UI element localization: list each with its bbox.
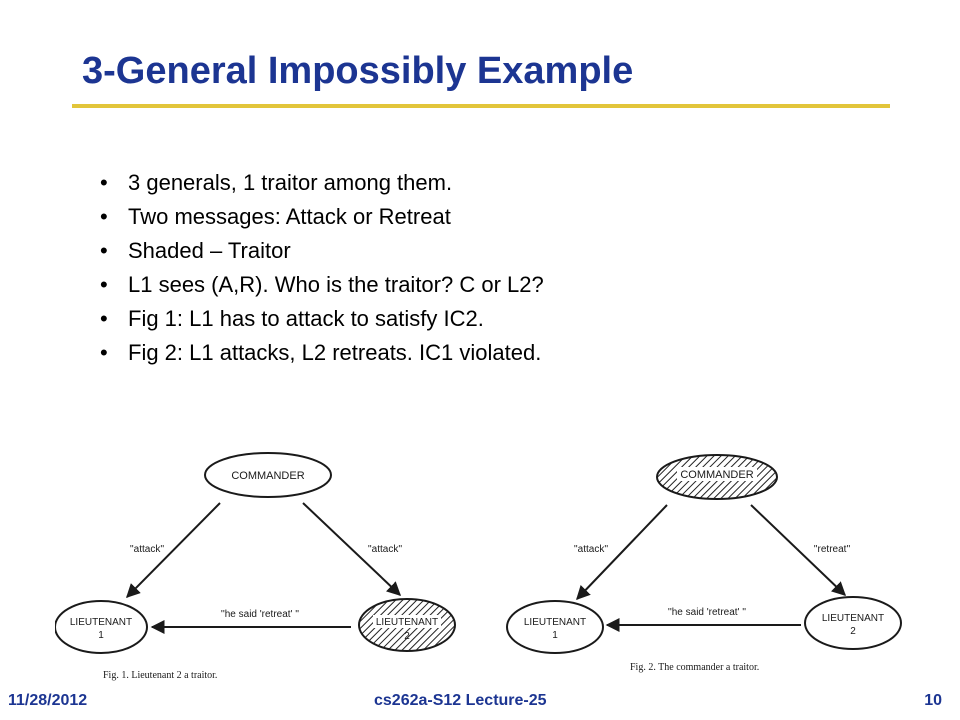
- bullet-dot: •: [100, 272, 108, 297]
- message-bottom-label: ''he said 'retreat' '': [668, 607, 746, 618]
- message-left-label: ''attack'': [574, 544, 608, 555]
- lieutenant-1-node: LIEUTENANT 1: [506, 600, 604, 654]
- footer-page-number: 10: [924, 692, 942, 709]
- bullet-dot: •: [100, 170, 108, 195]
- commander-node: COMMANDER: [204, 452, 332, 498]
- arrow-commander-to-l1: [576, 504, 668, 601]
- lieutenant-1-node: LIEUTENANT 1: [55, 600, 148, 654]
- bullet-text: Two messages: Attack or Retreat: [128, 204, 451, 229]
- lieutenant-2-number: 2: [850, 626, 856, 637]
- figure-1: COMMANDER LIEUTENANT 1 LIEUTENANT 2 ''at…: [55, 452, 456, 681]
- bullet-dot: •: [100, 306, 108, 331]
- bullet-text: Fig 1: L1 has to attack to satisfy IC2.: [128, 306, 484, 331]
- message-bottom-label: ''he said 'retreat' '': [221, 609, 299, 620]
- lieutenant-1-label: LIEUTENANT: [524, 617, 586, 628]
- commander-node-traitor: COMMANDER: [656, 454, 778, 500]
- arrow-commander-to-l2: [750, 504, 847, 596]
- title-divider: [72, 104, 890, 108]
- message-right-label: ''retreat'': [814, 544, 851, 555]
- lieutenant-1-number: 1: [98, 630, 104, 641]
- bullet-item: • Fig 1: L1 has to attack to satisfy IC2.: [100, 302, 544, 336]
- lieutenant-2-number: 2: [404, 631, 410, 642]
- lieutenant-2-node-traitor: LIEUTENANT 2: [358, 598, 456, 652]
- bullet-item: • Fig 2: L1 attacks, L2 retreats. IC1 vio…: [100, 336, 544, 370]
- message-left-label: ''attack'': [130, 544, 164, 555]
- lieutenant-2-node: LIEUTENANT 2: [804, 596, 902, 650]
- lieutenant-2-label: LIEUTENANT: [822, 613, 884, 624]
- bullet-text: Fig 2: L1 attacks, L2 retreats. IC1 viol…: [128, 340, 542, 365]
- figure-1-caption: Fig. 1. Lieutenant 2 a traitor.: [103, 670, 217, 681]
- lieutenant-1-label: LIEUTENANT: [70, 617, 132, 628]
- bullet-dot: •: [100, 238, 108, 263]
- bullet-dot: •: [100, 204, 108, 229]
- bullet-text: L1 sees (A,R). Who is the traitor? C or …: [128, 272, 544, 297]
- lieutenant-1-number: 1: [552, 630, 558, 641]
- bullet-item: • Two messages: Attack or Retreat: [100, 200, 544, 234]
- message-right-label: ''attack'': [368, 544, 402, 555]
- footer-course: cs262a-S12 Lecture-25: [374, 692, 547, 709]
- bullet-dot: •: [100, 340, 108, 365]
- bullet-text: 3 generals, 1 traitor among them.: [128, 170, 453, 195]
- slide-title: 3-General Impossibly Example: [82, 50, 634, 92]
- bullet-text: Shaded – Traitor: [128, 238, 291, 263]
- bullet-list: • 3 generals, 1 traitor among them. • Two …: [100, 166, 544, 370]
- arrow-commander-to-l2: [302, 502, 402, 596]
- arrow-commander-to-l1: [126, 502, 221, 598]
- figure-2: COMMANDER LIEUTENANT 1 LIEUTENANT 2 ''at…: [506, 454, 902, 673]
- bullet-item: • Shaded – Traitor: [100, 234, 544, 268]
- bullet-item: • L1 sees (A,R). Who is the traitor? C or…: [100, 268, 544, 302]
- figure-2-caption: Fig. 2. The commander a traitor.: [630, 662, 759, 673]
- footer-date: 11/28/2012: [8, 692, 88, 709]
- lieutenant-2-label: LIEUTENANT: [376, 617, 438, 628]
- bullet-item: • 3 generals, 1 traitor among them.: [100, 166, 544, 200]
- commander-label: COMMANDER: [680, 469, 753, 481]
- commander-label: COMMANDER: [231, 470, 304, 482]
